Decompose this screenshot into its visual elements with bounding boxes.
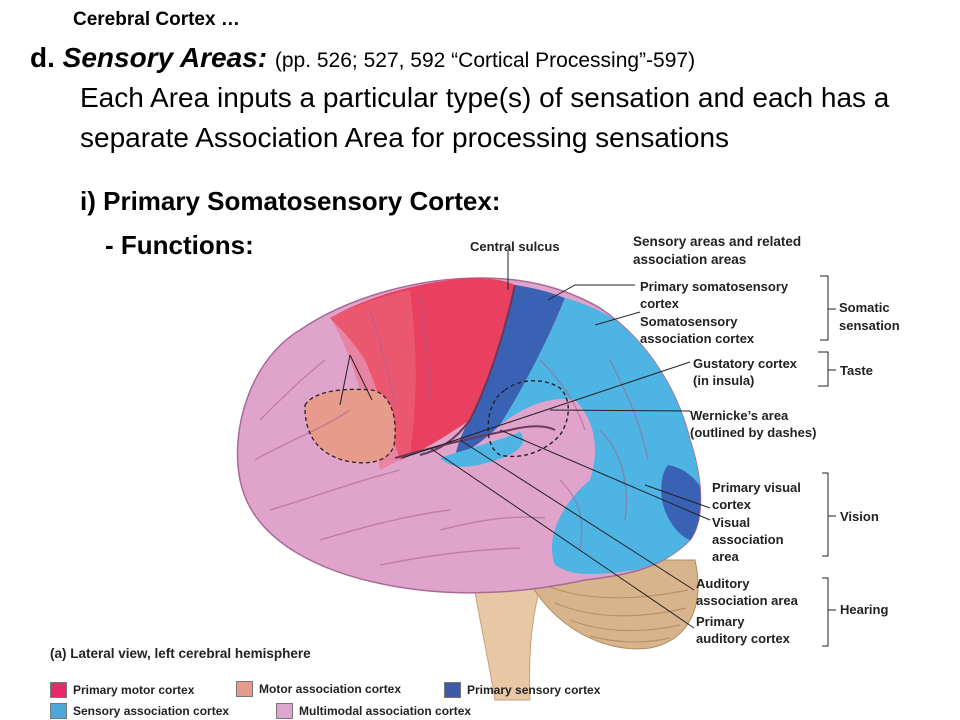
wernicke-outline	[487, 380, 569, 458]
legend-motor-association: Motor association cortex	[236, 681, 401, 697]
legend-primary-motor: Primary motor cortex	[50, 682, 194, 698]
page-references: (pp. 526; 527, 592 “Cortical Processing”…	[274, 49, 696, 72]
key-heading: Sensory areas and related association ar…	[633, 234, 802, 267]
auditory-association-area	[440, 432, 524, 467]
legend-swatch	[50, 703, 67, 719]
category-vision: Vision	[840, 509, 879, 524]
primary-somatosensory-label: Primary somatosensory cortex	[640, 279, 789, 311]
auditory-association-label: Auditory association area	[696, 576, 798, 608]
section-letter: d.	[30, 42, 55, 73]
legend-primary-sensory: Primary sensory cortex	[444, 682, 600, 698]
visual-association-label: Visual association area	[712, 515, 784, 564]
legend-swatch	[236, 681, 253, 697]
section-title: Sensory Areas:	[62, 42, 268, 73]
motor-association-area	[304, 389, 396, 463]
wernicke-label: Wernicke’s area (outlined by dashes)	[690, 408, 817, 440]
primary-visual-label: Primary visual cortex	[712, 480, 801, 512]
legend-sensory-association: Sensory association cortex	[50, 703, 229, 719]
legend-swatch	[444, 682, 461, 698]
legend-multimodal-association: Multimodal association cortex	[276, 703, 471, 719]
legend-swatch	[50, 682, 67, 698]
kicker-text: Cerebral Cortex …	[73, 9, 240, 30]
functions-label: - Functions:	[105, 230, 254, 260]
central-sulcus-label: Central sulcus	[470, 239, 560, 254]
brainstem	[469, 559, 546, 701]
primary-somatosensory-cortex	[455, 285, 565, 458]
figure-caption: (a) Lateral view, left cerebral hemisphe…	[50, 646, 311, 661]
motor-speech-outline	[304, 388, 396, 464]
intro-text: Each Area inputs a particular type(s) of…	[80, 82, 890, 153]
category-somatic: Somatic sensation	[839, 300, 900, 333]
category-taste: Taste	[840, 363, 873, 378]
sensory-association-cortex	[500, 298, 700, 575]
sub-heading: i) Primary Somatosensory Cortex:	[80, 186, 501, 216]
primary-visual-cortex	[661, 465, 701, 540]
primary-auditory-label: Primary auditory cortex	[696, 614, 790, 646]
legend-swatch	[276, 703, 293, 719]
gustatory-label: Gustatory cortex (in insula)	[693, 356, 798, 388]
category-hearing: Hearing	[840, 602, 889, 617]
somatosensory-association-label: Somatosensory association cortex	[640, 314, 755, 346]
section-heading: d. Sensory Areas: (pp. 526; 527, 592 “Co…	[30, 40, 695, 79]
